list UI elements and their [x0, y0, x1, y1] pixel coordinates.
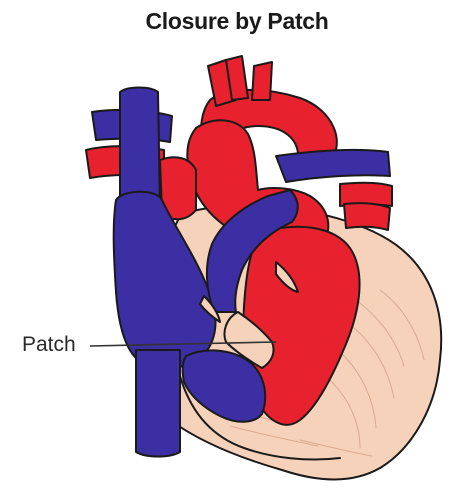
- left-ventricle: [242, 225, 361, 426]
- diagram-title: Closure by Patch: [145, 8, 329, 34]
- inferior-vena-cava: [135, 349, 181, 458]
- aortic-branch-middle: [225, 55, 249, 101]
- lower-wall: [179, 375, 341, 461]
- right-ventricle: [181, 349, 267, 423]
- pulmonary-vein-right-lower: [343, 202, 391, 231]
- pulmonary-artery-right-branch: [275, 148, 391, 183]
- mitral-valve: [275, 261, 299, 293]
- tricuspid-valve: [199, 295, 221, 323]
- patch-label: Patch: [22, 333, 76, 356]
- patch-leader-line: [89, 341, 277, 347]
- aortic-branch-right: [251, 61, 273, 101]
- ventricular-septum: [223, 311, 275, 369]
